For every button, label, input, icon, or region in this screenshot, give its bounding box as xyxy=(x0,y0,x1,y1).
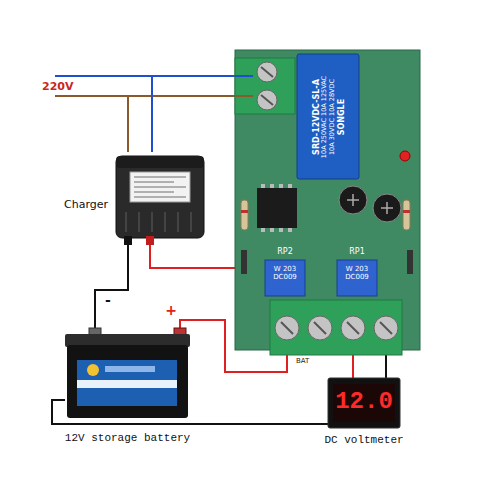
charger-wire-blue xyxy=(151,76,153,152)
wire xyxy=(385,355,387,378)
terminal-screw xyxy=(257,90,277,110)
cable-stub xyxy=(146,236,154,245)
wire xyxy=(150,245,235,268)
diode xyxy=(407,250,413,274)
charger-top xyxy=(116,156,204,168)
terminal-screw xyxy=(341,316,365,340)
potentiometer xyxy=(337,260,377,296)
relay-marking: SONGLE xyxy=(336,98,346,134)
output-terminal xyxy=(270,300,402,355)
capacitor xyxy=(373,194,401,222)
screw-slot xyxy=(380,322,392,334)
rotated-marking: SRD-12VDC-SL-A10A 250VAC 10A 125VAC10A 3… xyxy=(297,54,359,179)
battery-label xyxy=(77,360,177,406)
vent-slot xyxy=(164,212,166,232)
relay-marking: 10A 30VDC 10A 28VDC xyxy=(328,78,336,154)
vent-slot xyxy=(190,212,192,232)
sticker-line xyxy=(134,191,174,193)
ic-pin xyxy=(279,228,283,232)
led xyxy=(400,151,410,161)
node-text: 12.0 xyxy=(328,388,400,417)
terminal-screw xyxy=(275,316,299,340)
battery-body xyxy=(67,345,188,418)
node-text: DC voltmeter xyxy=(308,434,420,447)
voltmeter-case xyxy=(328,378,400,428)
capacitor-vent xyxy=(381,202,393,214)
relay-marking: 10A 250VAC 10A 125VAC xyxy=(320,75,328,157)
charger-sticker xyxy=(130,172,190,202)
voltage-label: 220V xyxy=(42,80,76,93)
polarity-sign: - xyxy=(103,292,113,309)
sticker-line xyxy=(134,196,186,198)
charger-box: Charger xyxy=(112,150,208,245)
ic-pin xyxy=(261,184,265,188)
resistor-band xyxy=(241,210,248,213)
relay-box: SRD-12VDC-SL-A10A 250VAC 10A 125VAC10A 3… xyxy=(297,54,359,179)
ic-pin xyxy=(288,228,292,232)
sticker-line xyxy=(134,186,186,188)
sticker-line xyxy=(134,176,186,178)
screw-slot xyxy=(261,67,273,77)
wire xyxy=(352,355,354,378)
ic-pin xyxy=(270,228,274,232)
cable-stub xyxy=(124,236,132,245)
battery-box: 12V storage battery xyxy=(65,328,190,418)
ic-pin xyxy=(288,184,292,188)
screw-slot xyxy=(314,322,326,334)
relay-case xyxy=(297,54,359,179)
vent-slot xyxy=(151,212,153,232)
vent-slot xyxy=(177,212,179,232)
charger-box-art xyxy=(112,150,208,245)
screw-slot xyxy=(281,322,293,334)
circuit-board: RP2 RP1 SRD-12VDC-SL-A10A 250VAC 10A 125VA… xyxy=(235,50,420,355)
charger-body xyxy=(116,156,204,238)
terminal-screw xyxy=(308,316,332,340)
mains-terminal xyxy=(235,58,295,114)
battery-band xyxy=(77,380,177,388)
resistor xyxy=(241,200,248,230)
terminal-label: BAT xyxy=(296,357,316,365)
capacitor xyxy=(339,186,367,214)
resistor-band xyxy=(403,210,410,213)
screw-slot xyxy=(261,95,273,105)
voltmeter-box: 12.0DC voltmeter xyxy=(328,378,400,428)
sticker-line xyxy=(134,181,174,183)
polarity-sign: + xyxy=(165,302,177,319)
node-text: 12V storage battery xyxy=(53,432,202,445)
charger-wire-brown xyxy=(127,96,129,152)
wire xyxy=(95,245,128,328)
resistor xyxy=(403,200,410,230)
battery-print xyxy=(105,366,155,372)
battery-box-art xyxy=(65,328,190,418)
node-text: Charger xyxy=(50,198,108,211)
ic-pin xyxy=(279,184,283,188)
ic-pin xyxy=(261,228,265,232)
potentiometer xyxy=(265,260,305,296)
vent-slot xyxy=(125,212,127,232)
ic-chip xyxy=(257,188,297,228)
node-text: RP1 xyxy=(337,247,377,257)
screw-slot xyxy=(347,322,359,334)
terminal-screw xyxy=(257,62,277,82)
relay-marking: SRD-12VDC-SL-A xyxy=(311,79,321,155)
wire-end xyxy=(235,75,253,77)
vent-slot xyxy=(138,212,140,232)
diode xyxy=(241,250,247,274)
ic-pin xyxy=(270,184,274,188)
node-text: RP2 xyxy=(265,247,305,257)
capacitor-vent xyxy=(347,194,359,206)
wire-end xyxy=(235,95,253,97)
terminal-screw xyxy=(374,316,398,340)
battery-logo xyxy=(87,364,99,376)
